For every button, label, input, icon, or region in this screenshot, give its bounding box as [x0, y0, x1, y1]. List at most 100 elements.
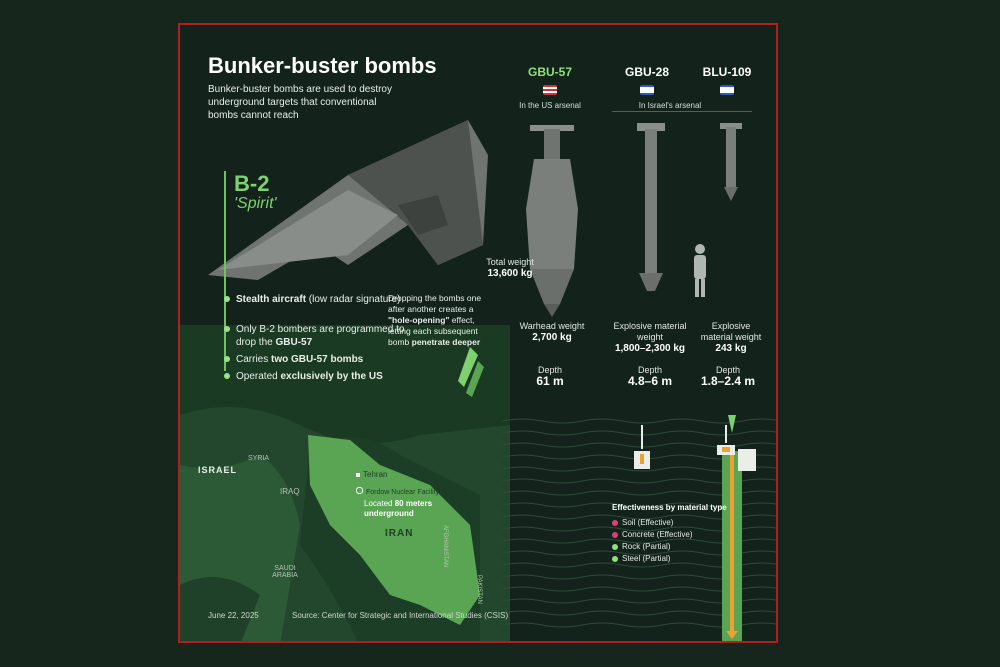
- legend-label: Rock (Partial): [622, 542, 671, 551]
- human-scale-icon: [694, 244, 706, 297]
- note-bold: 80 meters underground: [364, 499, 433, 518]
- map-label-afghanistan: AFGHANISTAN: [442, 525, 448, 568]
- metric-label: Explosive material weight: [700, 321, 762, 342]
- bullet-text: (low radar signature): [306, 294, 401, 305]
- us-flag-icon: [543, 85, 557, 95]
- bullet-bold: GBU-57: [275, 337, 313, 348]
- bullet-text: Only B-2 bombers are programmed to drop …: [236, 324, 405, 348]
- aircraft-name: B-2: [234, 171, 270, 196]
- gbu28-explosive-weight: Explosive material weight 1,800–2,300 kg: [605, 321, 695, 354]
- blu109-drop-line: [725, 425, 727, 443]
- metric-value: 13,600 kg: [487, 268, 533, 279]
- blu109-bomb-image: [720, 123, 742, 201]
- footer-date: June 22, 2025: [208, 611, 259, 620]
- legend-title: Effectiveness by material type: [612, 503, 727, 512]
- effectiveness-legend: Effectiveness by material type Soil (Eff…: [612, 503, 752, 563]
- tehran-text: Tehran: [363, 470, 388, 479]
- aircraft-nickname: 'Spirit': [234, 195, 277, 212]
- legend-item-rock: Rock (Partial): [612, 542, 752, 551]
- legend-dot: [612, 543, 618, 550]
- bullet-dot: [224, 296, 230, 302]
- map-label-iran: IRAN: [385, 528, 414, 539]
- b2-accent-line: [224, 171, 226, 371]
- map-label-pakistan: PAKISTAN: [476, 575, 482, 604]
- page-title: Bunker-buster bombs: [208, 53, 437, 78]
- gbu28-title: GBU-28: [624, 65, 669, 79]
- metric-value: 243 kg: [715, 343, 747, 354]
- map-label-israel: ISRAEL: [198, 465, 238, 475]
- metric-label: Depth: [637, 365, 663, 375]
- metric-value: 2,700 kg: [532, 332, 572, 343]
- metric-value: 61 m: [536, 374, 564, 388]
- bullet-dot: [224, 356, 230, 362]
- ground-cross-section: [502, 415, 776, 641]
- metric-label: Warhead weight: [519, 321, 585, 331]
- blu109-crater: [717, 445, 735, 455]
- tehran-label: Tehran: [356, 470, 387, 479]
- bullet-operated: Operated exclusively by the US: [224, 370, 406, 383]
- note-bold: penetrate deeper: [411, 337, 481, 347]
- legend-dot: [612, 519, 618, 526]
- us-arsenal-label: In the US arsenal: [519, 101, 581, 110]
- iran-shape: [308, 435, 480, 625]
- gbu28-depth: Depth 4.8–6 m: [618, 365, 682, 387]
- legend-label: Concrete (Effective): [622, 530, 693, 539]
- metric-value: 1,800–2,300 kg: [614, 343, 686, 354]
- metric-label: Depth: [537, 365, 563, 375]
- infographic-frame: Bunker-buster bombs Bunker-buster bombs …: [178, 23, 778, 643]
- legend-label: Steel (Partial): [622, 554, 671, 563]
- note-bold: "hole-opening": [388, 315, 450, 325]
- map-label-iraq: IRAQ: [280, 487, 300, 496]
- israel-flag-icon: [640, 85, 654, 95]
- legend-label: Soil (Effective): [622, 518, 674, 527]
- crater-mark: [640, 454, 644, 464]
- gbu28-drop-line: [641, 425, 643, 449]
- gbu57-warhead-weight: Warhead weight 2,700 kg: [512, 321, 592, 343]
- gbu57-total-weight: Total weight 13,600 kg: [475, 257, 545, 279]
- gbu57-title: GBU-57: [527, 65, 572, 79]
- bullet-programmed: Only B-2 bombers are programmed to drop …: [224, 323, 406, 349]
- legend-item-steel: Steel (Partial): [612, 554, 752, 563]
- israel-arsenal-label: In Israel's arsenal: [638, 101, 702, 110]
- metric-label: Depth: [715, 365, 741, 375]
- fordow-marker: [356, 487, 363, 494]
- bullet-bold: two GBU-57 bombs: [271, 354, 364, 365]
- map-label-saudi: SAUDI ARABIA: [272, 565, 298, 579]
- note-text: Located: [364, 499, 395, 508]
- tehran-marker: [356, 473, 360, 477]
- map-label-syria: SYRIA: [248, 455, 270, 462]
- note-text: Dropping the bombs one after another cre…: [388, 293, 482, 314]
- fordow-label: Fordow Nuclear Facility: [356, 487, 439, 496]
- bullet-bold: exclusively by the US: [280, 371, 383, 382]
- fordow-depth-note: Located 80 meters underground: [364, 499, 454, 519]
- legend-item-soil: Soil (Effective): [612, 518, 752, 527]
- page-subtitle: Bunker-buster bombs are used to destroy …: [208, 84, 392, 121]
- legend-dot: [612, 555, 618, 562]
- arsenal-divider: [612, 111, 752, 112]
- footer-source: Source: Center for Strategic and Interna…: [292, 611, 509, 620]
- metric-value: 1.8–2.4 m: [700, 374, 756, 388]
- metric-label: Explosive material weight: [613, 321, 687, 342]
- gbu57-depth: Depth 61 m: [520, 365, 580, 387]
- b2-aircraft-image: [208, 120, 488, 280]
- crater-mark: [722, 447, 730, 452]
- hole-opening-note: Dropping the bombs one after another cre…: [388, 293, 498, 348]
- bullet-carries: Carries two GBU-57 bombs: [224, 353, 406, 366]
- blu109-depth: Depth 1.8–2.4 m: [695, 365, 761, 387]
- blu109-title: BLU-109: [702, 65, 752, 79]
- metric-label: Total weight: [486, 257, 534, 267]
- falling-bombs-icon: [458, 347, 484, 397]
- bullet-text: Operated: [236, 371, 281, 382]
- gbu57-bomb-image: [526, 125, 578, 317]
- blu109-explosive-weight: Explosive material weight 243 kg: [698, 321, 764, 354]
- gbu28-crater: [634, 451, 650, 469]
- gbu28-bomb-image: [637, 123, 665, 291]
- middle-east-map: [180, 325, 510, 641]
- fordow-text: Fordow Nuclear Facility: [366, 489, 440, 496]
- legend-dot: [612, 531, 618, 538]
- bullet-dot: [224, 373, 230, 379]
- legend-item-concrete: Concrete (Effective): [612, 530, 752, 539]
- bullet-bold: Stealth aircraft: [236, 294, 307, 305]
- bullet-dot: [224, 326, 230, 332]
- metric-value: 4.8–6 m: [627, 374, 673, 388]
